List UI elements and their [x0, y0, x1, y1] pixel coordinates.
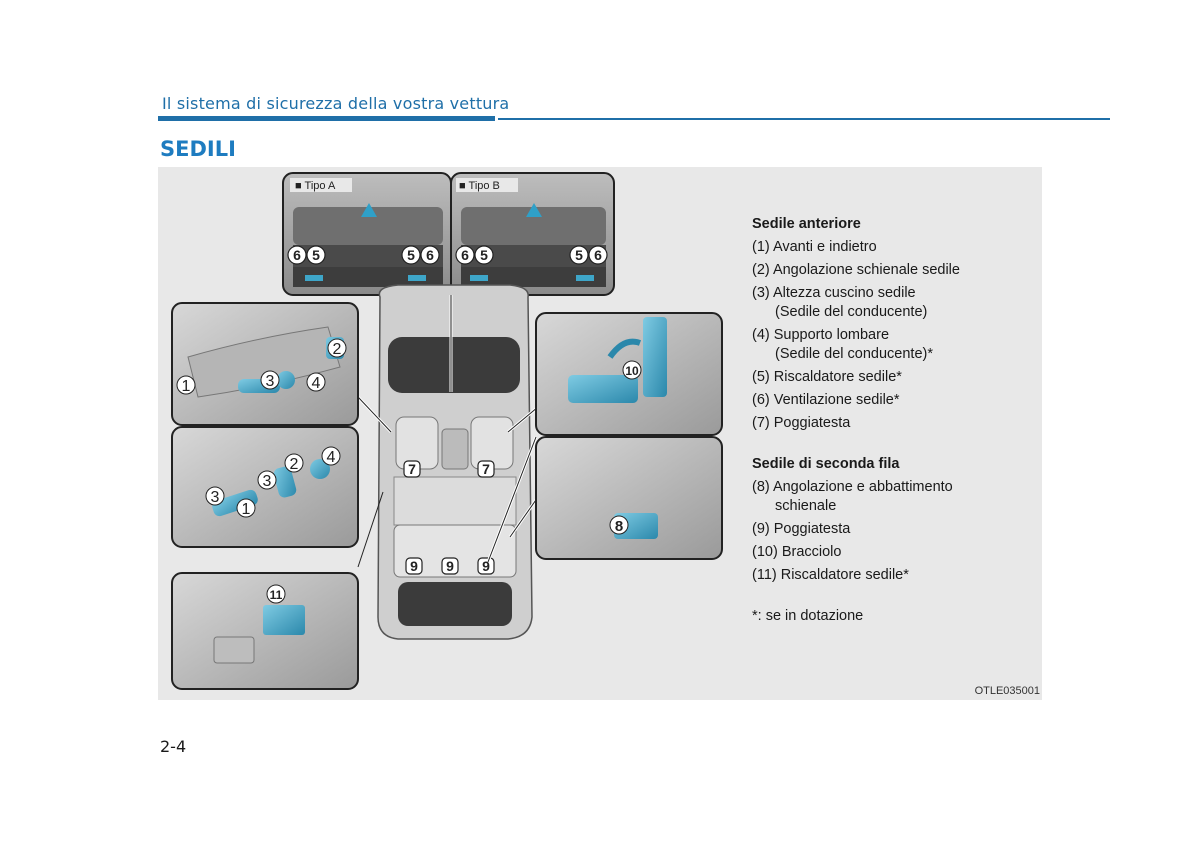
seat-controls-legend: Sedile anteriore (1) Avanti e indietro (… — [752, 215, 960, 630]
legend-item-11: (11) Riscaldatore sedile* — [752, 567, 909, 583]
callout-9: 9 — [410, 558, 418, 574]
callout-3: 3 — [263, 473, 272, 490]
front-seat-heading: Sedile anteriore — [752, 216, 861, 232]
car-top-view — [377, 284, 533, 640]
rear-heater-panel: 11 — [171, 572, 359, 690]
callout-4: 4 — [312, 375, 321, 392]
callout-7: 7 — [482, 461, 490, 477]
footnote: *: se in dotazione — [752, 608, 864, 624]
legend-item-2: (2) Angolazione schienale sedile — [752, 262, 960, 278]
figure-code: OTLE035001 — [974, 685, 1040, 697]
callout-11: 11 — [270, 588, 283, 602]
callout-6: 6 — [594, 247, 602, 263]
callout-10: 10 — [625, 364, 639, 378]
callout-6: 6 — [461, 247, 469, 263]
seats-figure: ■ Tipo A ■ Tipo B 6 5 5 6 6 5 5 6 — [158, 167, 1042, 700]
legend-item-5: (5) Riscaldatore sedile* — [752, 369, 902, 385]
callout-4: 4 — [327, 449, 336, 466]
callout-2: 2 — [333, 341, 342, 358]
legend-item-9: (9) Poggiatesta — [752, 521, 851, 537]
callout-2: 2 — [290, 456, 299, 473]
legend-item-4: (4) Supporto lombare(Sedile del conducen… — [752, 327, 933, 362]
rear-seat-heading: Sedile di seconda fila — [752, 456, 900, 472]
legend-item-1: (1) Avanti e indietro — [752, 239, 877, 255]
legend-item-7: (7) Poggiatesta — [752, 415, 851, 431]
callout-5: 5 — [312, 247, 320, 263]
front-seat-side-panel — [171, 302, 359, 426]
rear-seatback-panel: 8 — [535, 436, 723, 560]
type-b-label: ■ Tipo B — [459, 180, 500, 192]
callout-9: 9 — [482, 558, 490, 574]
callout-3: 3 — [211, 489, 220, 506]
callout-9: 9 — [446, 558, 454, 574]
callout-5: 5 — [575, 247, 583, 263]
legend-item-3: (3) Altezza cuscino sedile(Sedile del co… — [752, 285, 928, 320]
callout-5: 5 — [480, 247, 488, 263]
legend-item-6: (6) Ventilazione sedile* — [752, 392, 900, 408]
callout-1: 1 — [182, 378, 191, 395]
section-title: SEDILI — [160, 137, 236, 161]
header-rule-thick — [158, 116, 495, 121]
callout-1: 1 — [242, 501, 251, 518]
callout-3: 3 — [266, 373, 275, 390]
callout-6: 6 — [426, 247, 434, 263]
callout-5: 5 — [407, 247, 415, 263]
callout-8: 8 — [615, 518, 623, 535]
console-panel-type-b — [450, 172, 615, 296]
legend-item-10: (10) Bracciolo — [752, 544, 842, 560]
rear-armrest-panel: 10 — [535, 312, 723, 436]
seats-illustration: ■ Tipo A ■ Tipo B 6 5 5 6 6 5 5 6 — [171, 172, 723, 690]
header-rule-thin — [498, 118, 1110, 120]
running-header: Il sistema di sicurezza della vostra vet… — [162, 94, 510, 113]
page-number: 2-4 — [160, 737, 187, 756]
callout-7: 7 — [408, 461, 416, 477]
callout-6: 6 — [293, 247, 301, 263]
type-a-label: ■ Tipo A — [295, 180, 336, 192]
console-panel-type-a — [282, 172, 452, 296]
